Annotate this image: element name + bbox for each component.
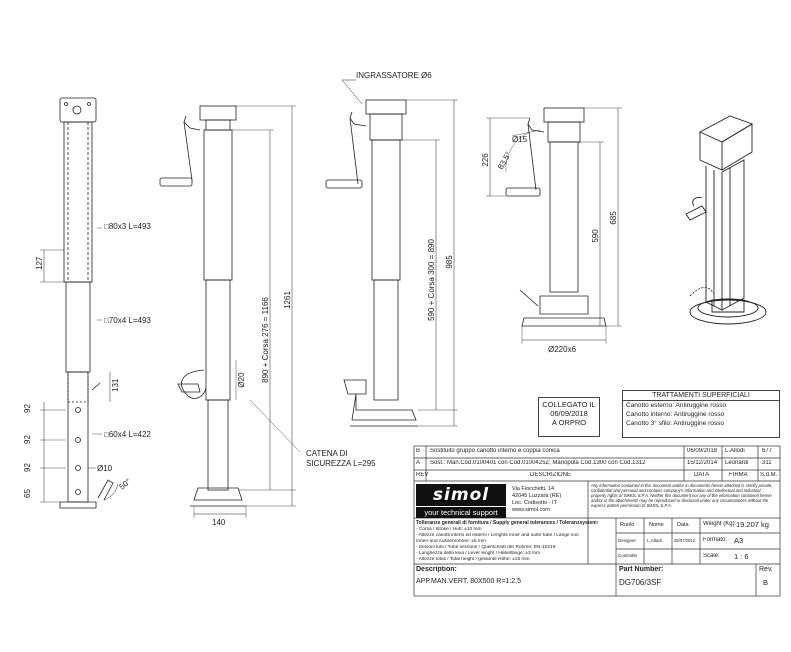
dim-131: 131 (111, 378, 120, 392)
view-side-crank (159, 105, 301, 518)
chain-label-1: CATENA DI (306, 449, 348, 458)
foot-2 (193, 487, 243, 501)
third-tube (67, 371, 89, 503)
iso-chain (689, 287, 715, 297)
crank-handle-3 (325, 179, 363, 189)
dim-83-5: 83.5° (496, 150, 513, 171)
dim-127: 127 (35, 256, 44, 270)
dim-total-3: 985 (445, 255, 454, 269)
safety-chain (181, 369, 207, 399)
dim-tube-outer: □80x3 L=493 (104, 222, 151, 231)
grease-label: INGRASSATORE Ø6 (356, 71, 432, 80)
dim-hole: Ø10 (97, 464, 113, 473)
dim-pin-2: Ø20 (237, 372, 246, 388)
dim-15: Ø15 (512, 135, 528, 144)
iso-crank (685, 205, 707, 221)
dim-base-4: Ø220x6 (548, 345, 577, 354)
collegato-line-3: A ORPRO (551, 418, 587, 427)
dim-stroke-2: 890 + Corsa 276 = 1166 (261, 297, 270, 383)
view-isometric (685, 115, 767, 325)
trattamenti-box: TRATTAMENTI SUPERFICIALI Canotto esterno… (622, 390, 780, 438)
pin-handle (97, 479, 114, 501)
jack-head-4 (543, 107, 585, 123)
outer-tube-4 (549, 141, 579, 293)
crank-handle (159, 177, 193, 187)
view-front-left (40, 97, 119, 509)
dim-total-2: 1261 (283, 291, 292, 309)
outer-tube-3 (371, 139, 401, 281)
foot-3 (351, 393, 417, 421)
jack-head-2 (199, 105, 237, 121)
outer-tube-2 (203, 129, 233, 281)
dim-92-c: 92 (23, 463, 32, 472)
dim-92-b: 92 (23, 435, 32, 444)
trattamenti-title: TRATTAMENTI SUPERFICIALI (623, 391, 779, 401)
foot-4 (539, 295, 589, 315)
trattamenti-row: Canotto interno: Antiruggine rosso (626, 411, 725, 418)
view-short-crank (486, 107, 622, 344)
crank-handle-4 (505, 187, 541, 197)
dim-65: 65 (23, 489, 32, 498)
jack-head-3 (365, 99, 407, 115)
dim-stroke-3: 590 + Corsa 300 = 890 (427, 239, 436, 321)
dim-685: 685 (609, 211, 618, 225)
dim-tube-third: □60x4 L=422 (104, 430, 151, 439)
foot-plate (59, 501, 97, 509)
inner-tube (65, 281, 91, 373)
dim-base-2: 140 (212, 518, 226, 527)
dim-angle: 50° (118, 477, 133, 492)
trattamenti-row: Canotto 3° sfilo: Antiruggine rosso (626, 420, 724, 427)
collegato-line-2: 06/09/2018 (550, 409, 588, 418)
title-block-grid (413, 445, 781, 597)
chain-label-2: SICUREZZA L=295 (306, 459, 376, 468)
collegato-box: COLLEGATO IL 06/09/2018 A ORPRO (538, 397, 600, 437)
dim-tube-inner: □70x4 L=493 (104, 316, 151, 325)
jack-head (59, 97, 97, 123)
collegato-line-1: COLLEGATO IL (542, 400, 596, 409)
view-mid-crank (325, 79, 458, 427)
dim-590: 590 (591, 229, 600, 243)
dim-92-a: 92 (23, 404, 32, 413)
dim-226: 226 (481, 153, 490, 167)
head-bolt (72, 105, 82, 115)
trattamenti-row: Canotto esterno: Antiruggine rosso (626, 402, 727, 409)
